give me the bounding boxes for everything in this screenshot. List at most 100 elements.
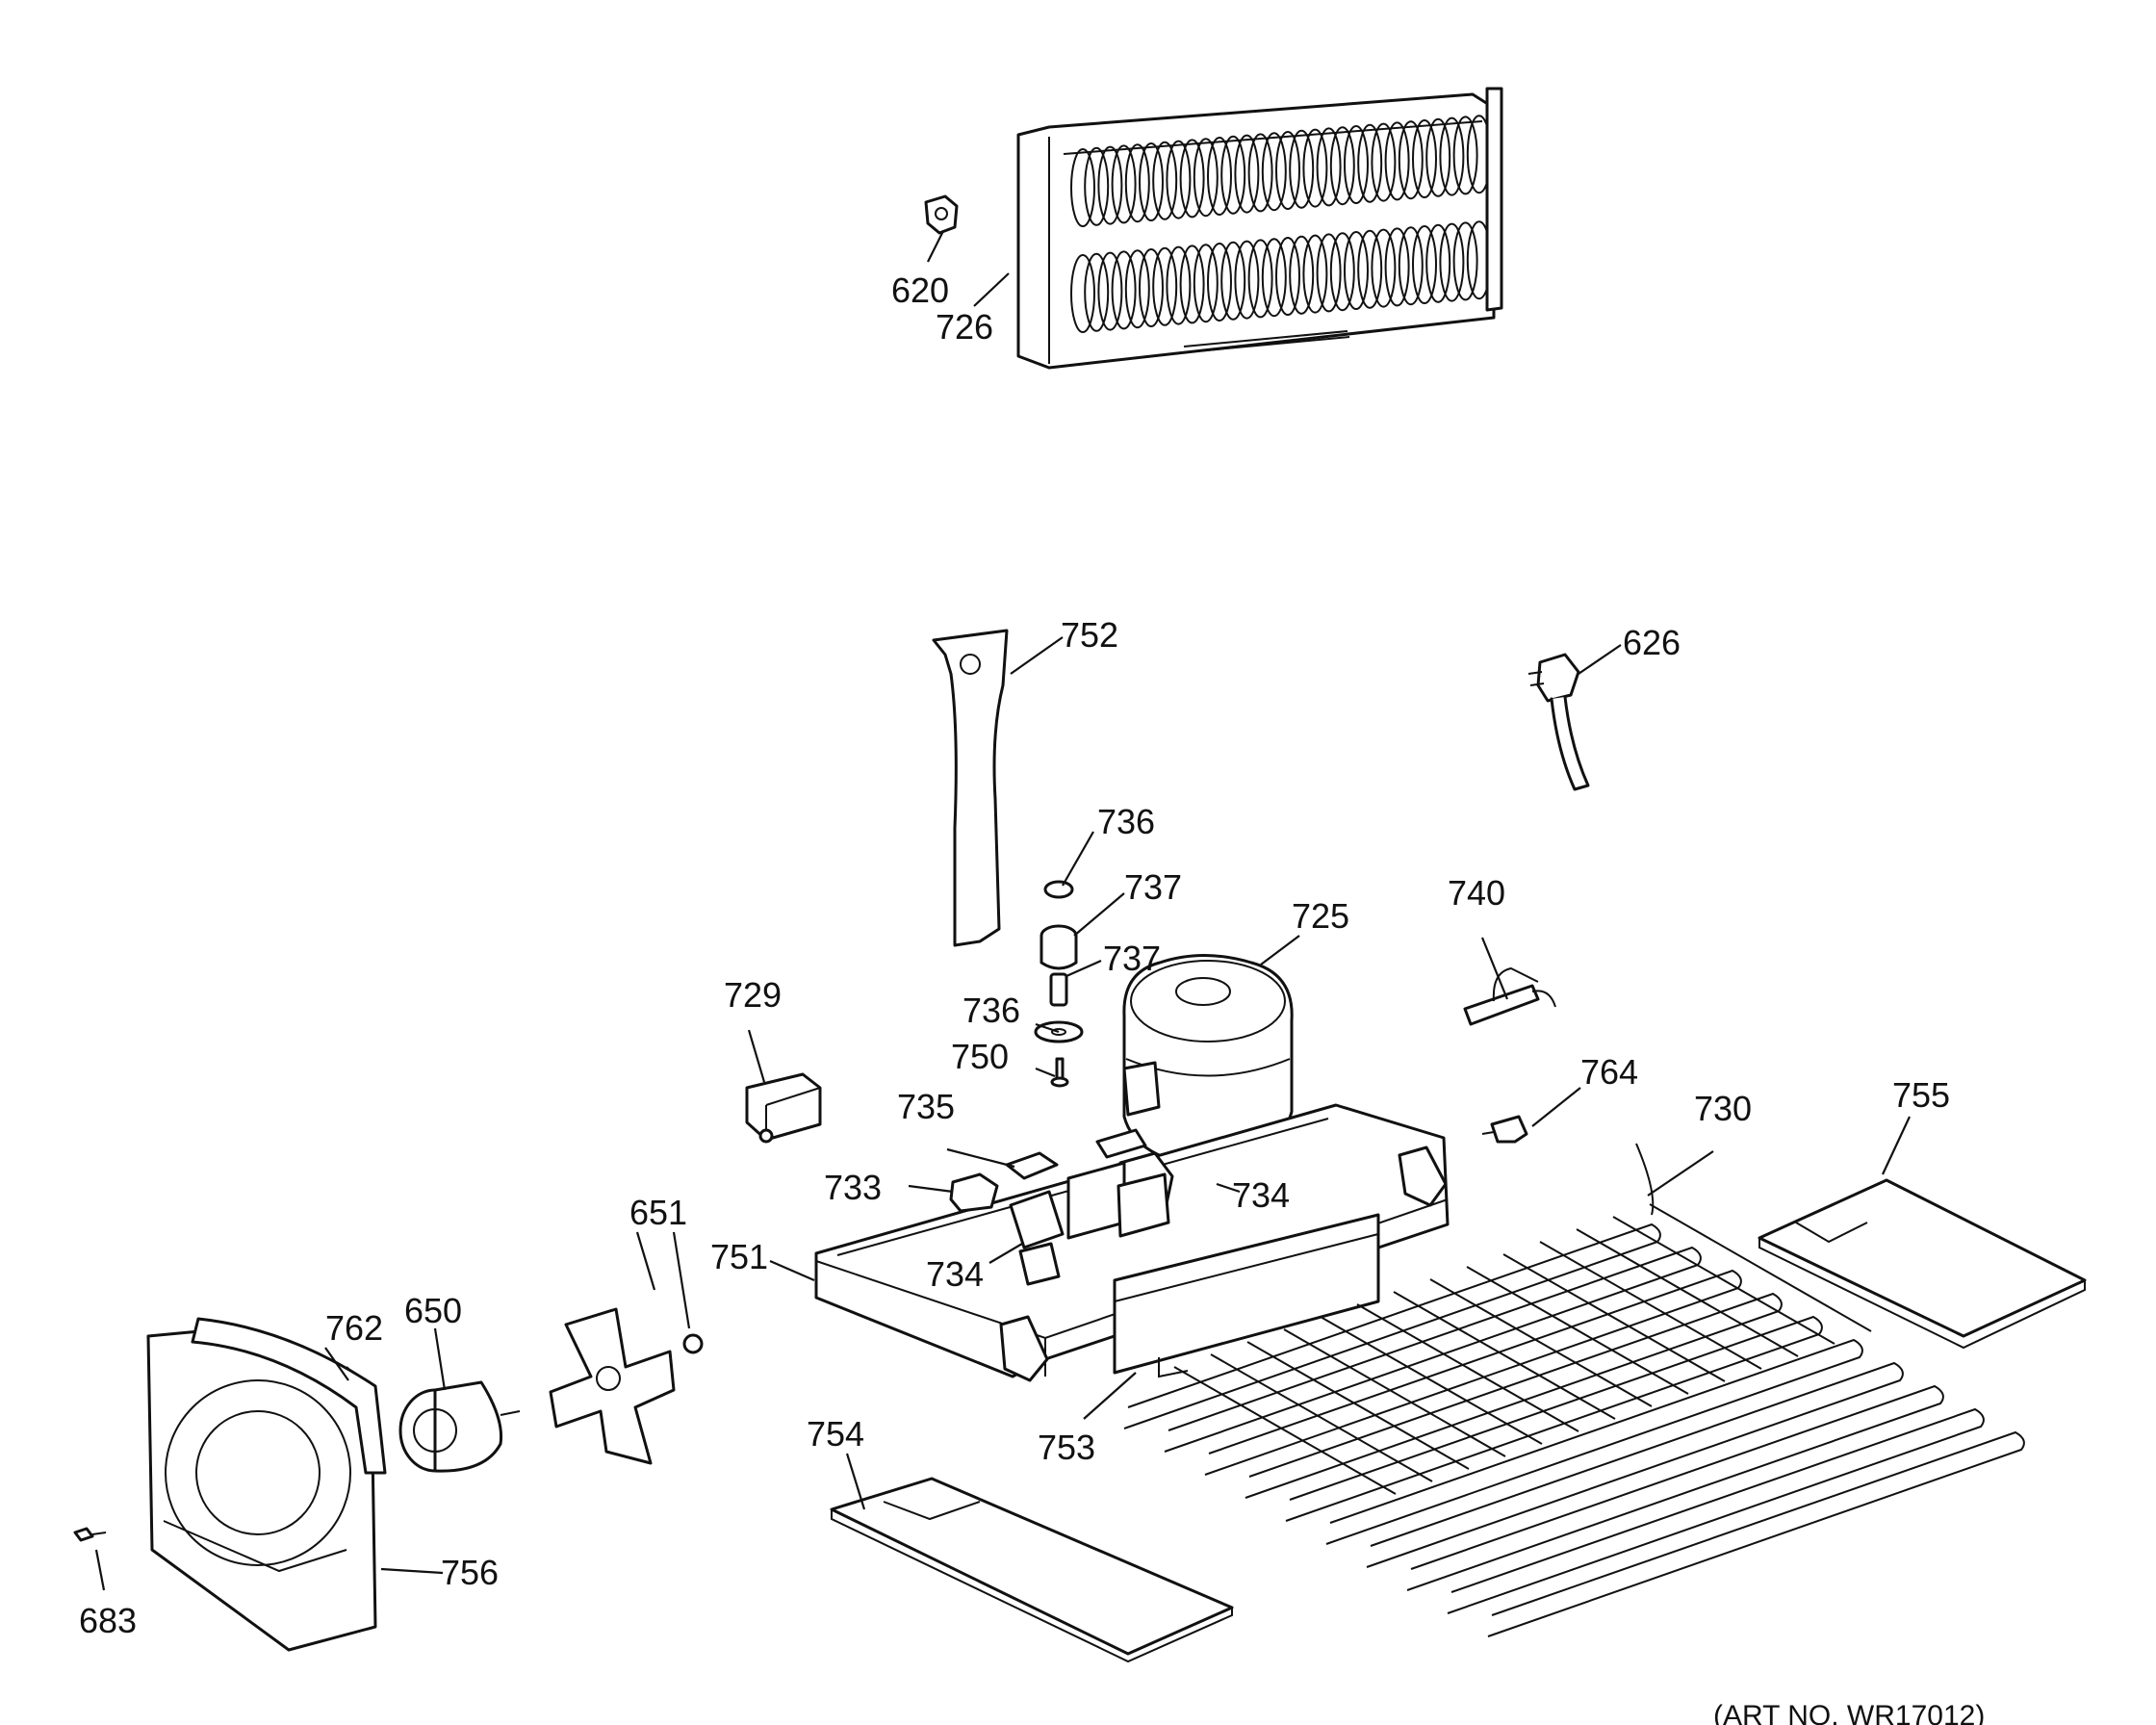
evaporator-coil-loop [1329,126,1355,206]
callout-734-right: 734 [1232,1175,1290,1215]
callout-756: 756 [441,1553,499,1592]
callout-753: 753 [1038,1428,1095,1467]
compressor-725 [1122,954,1294,1169]
evaporator-coil-loop [1139,142,1164,221]
callout-651: 651 [629,1193,687,1232]
evaporator-coil-loop [1316,233,1342,313]
evaporator-coil-loop [1302,234,1328,314]
evaporator-coil-loop [1275,237,1300,316]
art-number-note: (ART NO. WR17012) [1713,1700,1985,1725]
callout-737-top: 737 [1124,867,1182,907]
power-plug-626 [1527,653,1590,791]
evaporator-coil-loop [1261,238,1287,318]
evaporator-coil-loop [1070,148,1095,227]
evaporator-coil-loop [1097,145,1123,225]
condenser-wire [1576,1228,1799,1357]
evaporator-coil-loop [1179,139,1205,219]
evaporator-coil-loop [1220,135,1246,215]
fan-blade-651 [549,1307,704,1465]
evaporator-coil-loop [1152,246,1178,326]
callout-754: 754 [807,1414,864,1454]
condenser-wire [1393,1291,1616,1420]
evaporator-coil-loop [1247,133,1273,213]
callout-620: 620 [891,270,949,310]
condenser-tube-run [1325,1338,1863,1545]
callout-734-left: 734 [926,1254,984,1294]
callout-626: 626 [1623,623,1681,662]
condenser-tube-run [1366,1361,1904,1568]
callout-740: 740 [1448,873,1505,913]
condenser-wire [1283,1328,1506,1457]
condenser-wire [1246,1341,1470,1470]
condenser-wire [1649,1203,1872,1332]
evaporator-coil-loop [1070,254,1095,333]
callout-750: 750 [951,1037,1009,1076]
evaporator-coil-loop [1425,117,1451,197]
evaporator-coil-loop [1097,251,1123,331]
evaporator-coil-loop [1384,227,1410,307]
evaporator-coil-loop [1207,243,1232,322]
evaporator-coil-loop [1344,231,1369,310]
evaporator-coil-loop [1344,125,1369,204]
condenser-wire [1210,1353,1433,1482]
evaporator-coil-loop [1439,222,1465,302]
condenser-wire [1320,1316,1543,1445]
condenser-wire [1502,1253,1726,1382]
fan-motor-650 [398,1380,521,1473]
evaporator-coil-loop [1124,143,1150,223]
callout-737-lower: 737 [1103,939,1161,978]
evaporator-coil-loop [1425,223,1451,303]
evaporator-coil-loop [1234,240,1260,320]
heater-740 [1463,966,1556,1026]
condenser-tube-run [1447,1407,1985,1614]
pad-755 [1758,1178,2087,1350]
evaporator-coil-loop [1207,137,1232,216]
relay-729 [745,1072,822,1144]
evaporator-coil-loop [1302,128,1328,208]
screw-683 [73,1527,107,1542]
condenser-wire [1539,1241,1762,1370]
callout-752: 752 [1061,615,1118,655]
evaporator-coil-loop [1329,232,1355,312]
condenser-wire [1356,1303,1579,1432]
clip-764 [1481,1115,1528,1144]
evaporator-coil-loop [1261,132,1287,212]
rail-753 [1113,1213,1380,1378]
evaporator-coil-loop [1084,252,1110,332]
evaporator-coil-loop [1220,241,1246,321]
evaporator-coil-loop [1398,226,1424,306]
evaporator-coil-loop [1139,248,1164,327]
evaporator-coil-loop [1193,138,1219,218]
condenser-wire [1429,1278,1653,1407]
evaporator-coil-loop [1452,221,1478,301]
evaporator-coil-loop [1439,116,1465,196]
callout-762: 762 [325,1308,383,1348]
condenser-730 [1123,1143,2025,1637]
evaporator-coil-loop [1166,140,1192,219]
evaporator-coil-loop [1111,250,1137,330]
evaporator-coil-loop [1124,249,1150,329]
callout-751: 751 [710,1237,768,1276]
evaporator-coil-loop [1316,127,1342,207]
evaporator-coil-loop [1111,144,1137,224]
callout-755: 755 [1892,1075,1950,1115]
evaporator-coil-loop [1357,229,1383,309]
evaporator-coil-loop [1412,119,1437,198]
condenser-wire [1612,1216,1835,1345]
evaporator-coil-loop [1398,120,1424,200]
pad-754 [830,1477,1234,1663]
callout-736-lower: 736 [962,991,1020,1030]
evaporator-coil-loop [1179,245,1205,324]
evaporator-coil-loop [1234,134,1260,214]
evaporator-coil-loop [1289,235,1315,315]
evaporator-coil-loop [1371,122,1397,202]
callout-726: 726 [936,307,993,347]
evaporator-coil-loop [1384,121,1410,201]
callout-729: 729 [724,975,782,1015]
part-620 [924,194,959,235]
gasket-762 [191,1317,387,1475]
fan-shroud-756 [146,1328,377,1652]
callout-730: 730 [1694,1089,1752,1128]
evaporator-coil-loop [1452,116,1478,195]
